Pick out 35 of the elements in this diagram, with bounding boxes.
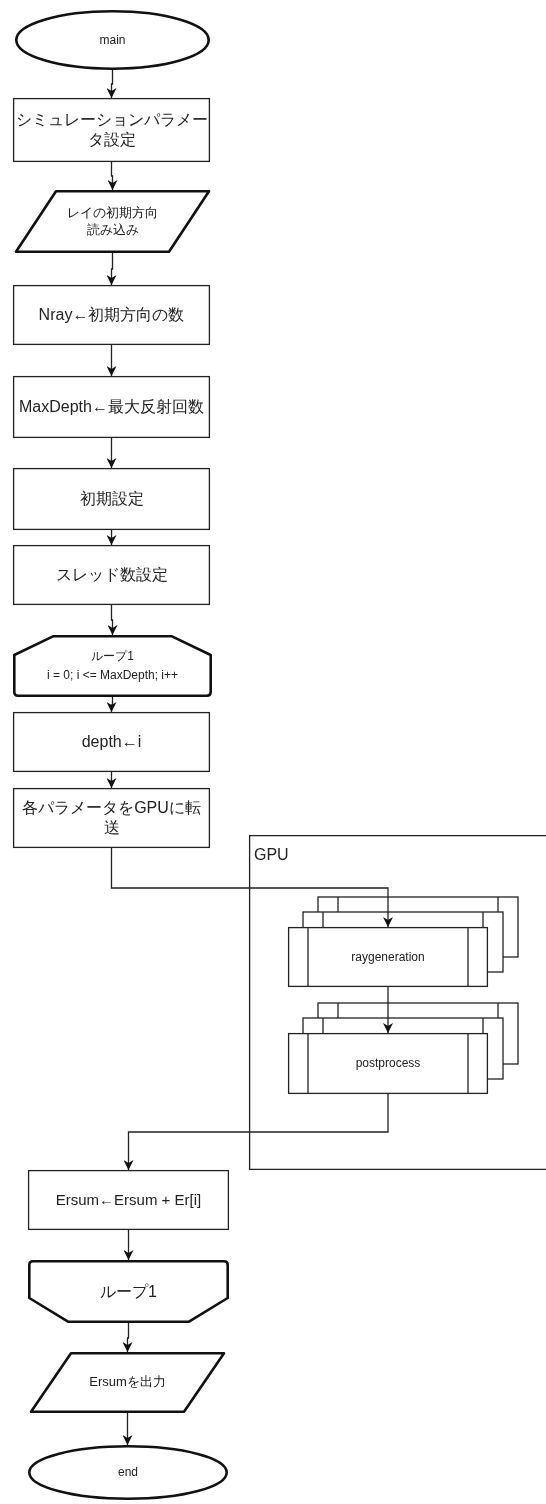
arrow — [106, 771, 117, 789]
input-output-parallelogram: Ersumを出力 — [30, 1352, 225, 1413]
arrow — [383, 986, 393, 1034]
terminator-oval: end — [28, 1445, 228, 1500]
process-box: Nray←初期方向の数 — [13, 285, 210, 345]
container-label: GPU — [254, 845, 289, 865]
arrow — [107, 604, 118, 636]
subprocess-box: postprocess — [288, 1033, 488, 1094]
arrow — [106, 696, 117, 713]
process-box: スレッド数設定 — [13, 545, 210, 605]
arrow — [106, 344, 117, 377]
arrow — [106, 69, 117, 99]
arrow — [122, 1322, 133, 1353]
process-box: Ersum←Ersum + Er[i] — [28, 1170, 229, 1230]
subprocess-box: raygeneration — [288, 927, 488, 987]
process-box: 各パラメータをGPUに転送 — [13, 788, 210, 848]
process-box: シミュレーションパラメータ設定 — [13, 98, 210, 162]
arrow — [122, 1412, 133, 1446]
process-box: 初期設定 — [13, 468, 210, 530]
loop-end-hexagon: ループ1 — [28, 1260, 229, 1323]
terminator-oval: main — [15, 10, 210, 70]
arrow — [106, 529, 117, 546]
arrow — [110, 847, 393, 928]
loop-label: ループ1 — [91, 649, 134, 664]
arrow — [106, 437, 117, 469]
process-box: MaxDepth←最大反射回数 — [13, 376, 210, 438]
arrow — [106, 252, 117, 286]
input-output-parallelogram: レイの初期方向読み込み — [15, 190, 210, 253]
arrow — [123, 1093, 389, 1171]
arrow — [123, 1229, 134, 1261]
process-box: depth←i — [13, 712, 210, 772]
container-frame — [249, 835, 546, 1170]
loop-condition: i = 0; i <= MaxDepth; i++ — [46, 668, 179, 683]
loop-start-hexagon — [13, 635, 212, 697]
arrow — [107, 161, 118, 191]
